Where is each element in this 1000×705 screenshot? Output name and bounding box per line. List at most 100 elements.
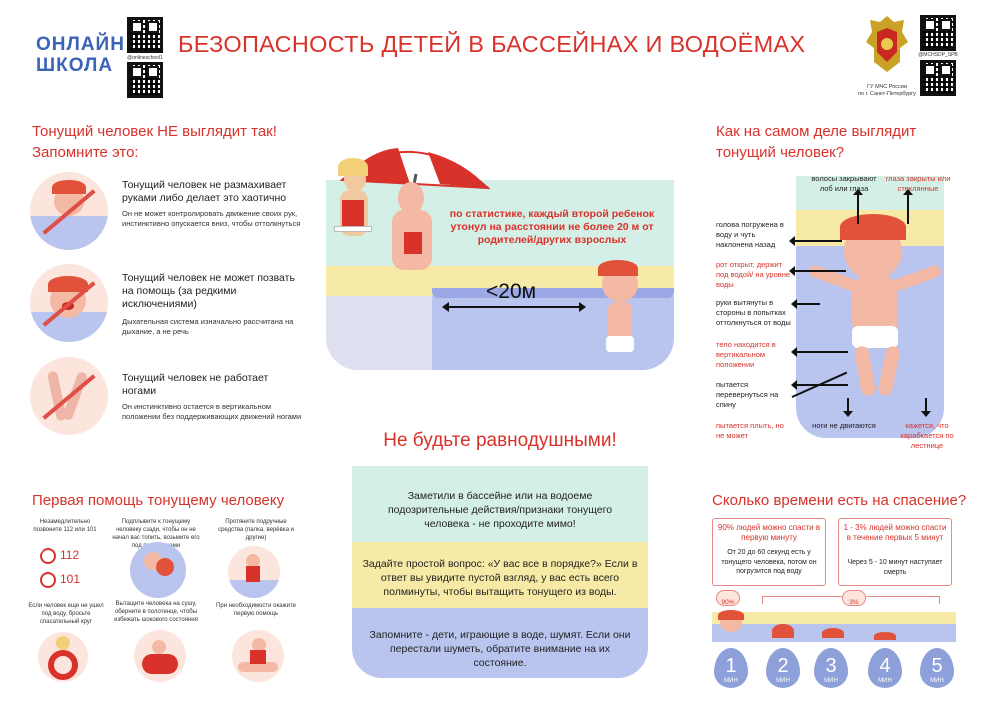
- arrow-left-icon: [791, 299, 820, 309]
- emblem-caption-line-2: по г. Санкт-Петербургу: [858, 91, 916, 97]
- rescue-box-2-highlight: 1 - 3% людей можно спасти в течение перв…: [843, 523, 947, 542]
- qr-code-icon: [127, 17, 163, 53]
- diagram-label-left: тело находится в вертикальном положении: [716, 340, 776, 369]
- minute-number: 4: [879, 655, 891, 677]
- item-description: Дыхательная система изначально рассчитан…: [122, 317, 294, 336]
- rescue-box-1: [712, 518, 826, 586]
- distance-arrow: [442, 302, 586, 312]
- item-title: Тонущий человек не может позвать на помо…: [122, 272, 295, 310]
- arrow-down-icon: [921, 398, 931, 417]
- diagram-label-left: руки вытянуты в стороны в попытках оттол…: [716, 298, 791, 327]
- beach-scene: по статистике, каждый второй ребенок уто…: [326, 140, 674, 370]
- qr-caption: @onlineschool1: [127, 55, 163, 61]
- sinking-timeline: [712, 610, 956, 642]
- first-aid-step: Если человек еще не ушел под воду, брось…: [28, 603, 104, 625]
- badge-90: 90%: [716, 590, 740, 606]
- cpr-illustration: [232, 630, 284, 682]
- minute-unit: МИН: [878, 678, 892, 684]
- rescue-swim-illustration: [130, 542, 186, 598]
- life-ring-illustration: [38, 632, 88, 682]
- badge-90-text: 90%: [721, 599, 735, 606]
- qr-code-icon: [920, 15, 956, 51]
- badge-3: 3%: [842, 590, 866, 606]
- rescue-box-2-text: Через 5 - 10 минут наступает смерть: [847, 559, 943, 576]
- minute-number: 5: [931, 655, 943, 677]
- arrow-left-icon: [789, 236, 842, 246]
- advice-paragraph-1: Заметили в бассейне или на водоеме подоз…: [387, 490, 613, 530]
- diagram-label-top-red: глаза закрыты или стеклянные: [885, 174, 951, 193]
- diagram-label-left: голова погружена в воду и чуть наклонена…: [716, 220, 784, 249]
- statistic-text: по статистике, каждый второй ребенок уто…: [449, 208, 655, 246]
- qr-code-icon: [920, 60, 956, 96]
- diagram-label-left: пытается плыть, но не может: [716, 421, 784, 440]
- advice-paragraph-2: Задайте простой вопрос: «У вас все в пор…: [362, 558, 638, 598]
- towel-illustration: [134, 630, 186, 682]
- diagram-label-left: рот открыт, держит под водой/ на уровне …: [716, 260, 791, 289]
- dont-be-indifferent-heading: Не будьте равнодушными!: [383, 430, 617, 451]
- rescue-box-1-highlight: 90% людей можно спасти в первую минуту: [717, 523, 821, 542]
- distance-label: <20м: [486, 280, 537, 303]
- minute-drop-1: 1 МИН: [714, 648, 748, 688]
- page-title: БЕЗОПАСНОСТЬ ДЕТЕЙ В БАССЕЙНАХ И ВОДОЁМА…: [178, 31, 806, 57]
- arrow-down-icon: [843, 398, 853, 417]
- item-description: Он инстинктивно остается в вертикальном …: [122, 402, 302, 421]
- qr-caption: @MCHSDP_SPB: [918, 52, 958, 58]
- minute-unit: МИН: [724, 678, 738, 684]
- arrow-up-icon: [903, 189, 913, 224]
- minute-drop-4: 4 МИН: [868, 648, 902, 688]
- first-aid-heading: Первая помощь тонущему человеку: [32, 492, 285, 509]
- emblem-icon: [864, 14, 910, 74]
- minute-unit: МИН: [824, 678, 838, 684]
- shouting-illustration: [30, 264, 108, 342]
- rescue-time-heading: Сколько времени есть на спасение?: [712, 492, 967, 509]
- online-school-logo: ОНЛАЙН ШКОЛА: [36, 34, 126, 76]
- minute-unit: МИН: [930, 678, 944, 684]
- arrow-left-icon: [791, 347, 848, 357]
- first-aid-step: Протяните подручные средства (палка, вер…: [218, 519, 294, 541]
- item-description: Он не может контролировать движение свои…: [122, 209, 301, 228]
- list-item: Тонущий человек не размахивает руками ли…: [122, 179, 302, 229]
- qr-code-icon: [127, 62, 163, 98]
- diagram-label-bottom-red: кажется, что карабкается по лестнице: [900, 421, 954, 450]
- minute-drop-5: 5 МИН: [920, 648, 954, 688]
- rope-illustration: [228, 546, 280, 598]
- minute-number: 3: [825, 655, 837, 677]
- item-title: Тонущий человек не размахивает руками ли…: [122, 179, 287, 204]
- arrow-left-icon: [789, 266, 846, 276]
- advice-paragraph-3: Запомните - дети, играющие в воде, шумят…: [369, 629, 631, 669]
- diagram-label-left: пытается перевернуться на спину: [716, 380, 779, 409]
- arrow-up-icon: [853, 189, 863, 224]
- list-item: Тонущий человек не может позвать на помо…: [122, 272, 302, 337]
- phone-icon: [40, 572, 56, 588]
- phone-icon: [40, 548, 56, 564]
- minute-number: 2: [777, 655, 789, 677]
- first-aid-step: Незамедлительно позвоните 112 или 101: [33, 519, 97, 533]
- emblem-caption: ГУ МЧС России по г. Санкт-Петербургу: [848, 84, 926, 98]
- logo-line-2: ШКОЛА: [36, 55, 114, 76]
- drowning-diagram: [796, 176, 944, 438]
- legs-illustration: [30, 357, 108, 435]
- phone-number-112: 112: [60, 548, 80, 562]
- rescue-box-2: [838, 518, 952, 586]
- minute-drop-3: 3 МИН: [814, 648, 848, 688]
- advice-panel: [352, 466, 648, 678]
- arrow-left-icon: [791, 380, 848, 390]
- list-item: Тонущий человек не работает ногами Он ин…: [122, 372, 302, 422]
- item-title: Тонущий человек не работает ногами: [122, 372, 269, 397]
- first-aid-step: При необходимости окажите первую помощь: [216, 603, 296, 617]
- badge-3-text: 3%: [849, 599, 859, 606]
- emblem-caption-line-1: ГУ МЧС России: [867, 84, 907, 90]
- minute-number: 1: [725, 655, 737, 677]
- phone-number-101: 101: [60, 572, 81, 586]
- logo-line-1: ОНЛАЙН: [36, 34, 125, 55]
- rescue-box-1-text: От 20 до 60 секунд есть у тонущего челов…: [721, 549, 817, 575]
- diagram-label-top: волосы закрывают лоб или глаза: [811, 174, 877, 193]
- minute-drop-2: 2 МИН: [766, 648, 800, 688]
- phone-illustration: 112 101: [36, 540, 94, 598]
- diagram-label-bottom: ноги не двигаются: [812, 421, 876, 430]
- arms-illustration: [30, 172, 108, 250]
- first-aid-step: Вытащите человека на сушу, оберните в по…: [114, 601, 198, 623]
- real-drowning-heading: Как на самом деле выглядит тонущий челов…: [716, 123, 917, 161]
- not-drowning-heading: Тонущий человек НЕ выглядит так! Запомни…: [32, 123, 277, 161]
- minute-unit: МИН: [776, 678, 790, 684]
